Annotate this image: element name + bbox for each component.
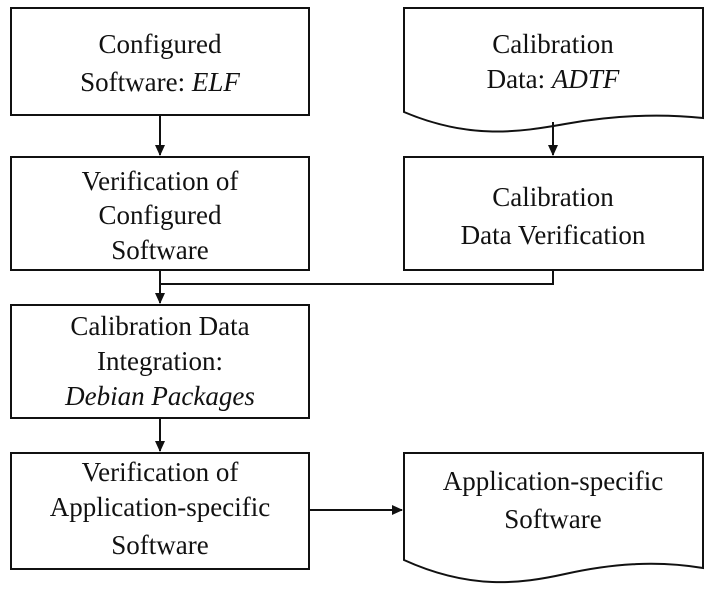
application-software-line1: Application-specific bbox=[443, 466, 663, 496]
verification-configured-software-line3: Software bbox=[111, 235, 208, 265]
configured-software-line1: Configured bbox=[99, 29, 222, 59]
calibration-data-integration-line3-italic: Debian Packages bbox=[64, 381, 255, 411]
calibration-data-line1: Calibration bbox=[492, 29, 614, 59]
connector-calibration-verification-merge bbox=[160, 271, 554, 285]
node-application-software: Application-specific Software bbox=[403, 452, 704, 584]
verification-application-software-line3: Software bbox=[111, 530, 208, 560]
calibration-data-integration-box bbox=[10, 304, 310, 419]
node-calibration-data: Calibration Data: ADTF bbox=[403, 7, 704, 133]
verification-configured-software-box bbox=[10, 156, 310, 271]
calibration-data-line2: Data: ADTF bbox=[487, 64, 620, 94]
configured-software-line2-italic: ELF bbox=[191, 67, 241, 97]
verification-application-software-line2: Application-specific bbox=[50, 492, 270, 522]
calibration-data-integration-line1: Calibration Data bbox=[70, 311, 249, 341]
calibration-data-verification-line1: Calibration bbox=[492, 182, 614, 212]
configured-software-box bbox=[10, 7, 310, 116]
calibration-data-document-shape bbox=[403, 7, 704, 133]
node-verification-configured-software: Verification of Configured Software bbox=[10, 156, 310, 271]
calibration-data-integration-line3: Debian Packages bbox=[64, 381, 255, 411]
node-verification-application-software: Verification of Application-specific Sof… bbox=[10, 452, 310, 570]
verification-configured-software-line1: Verification of bbox=[82, 166, 239, 196]
configured-software-line2: Software: ELF bbox=[80, 67, 240, 97]
node-configured-software: Configured Software: ELF bbox=[10, 7, 310, 116]
calibration-data-integration-line2: Integration: bbox=[97, 346, 223, 376]
node-calibration-data-verification: Calibration Data Verification bbox=[403, 156, 704, 271]
calibration-data-verification-box bbox=[403, 156, 704, 271]
configured-software-line2-plain: Software: bbox=[80, 67, 192, 97]
calibration-data-verification-line2: Data Verification bbox=[461, 220, 646, 250]
node-calibration-data-integration: Calibration Data Integration: Debian Pac… bbox=[10, 304, 310, 419]
verification-application-software-box bbox=[10, 452, 310, 570]
verification-application-software-line1: Verification of bbox=[82, 457, 239, 487]
calibration-data-line2-italic: ADTF bbox=[550, 64, 620, 94]
verification-configured-software-line2: Configured bbox=[99, 200, 222, 230]
application-software-line2: Software bbox=[504, 504, 601, 534]
application-software-document-shape bbox=[403, 452, 704, 584]
calibration-data-line2-plain: Data: bbox=[487, 64, 552, 94]
